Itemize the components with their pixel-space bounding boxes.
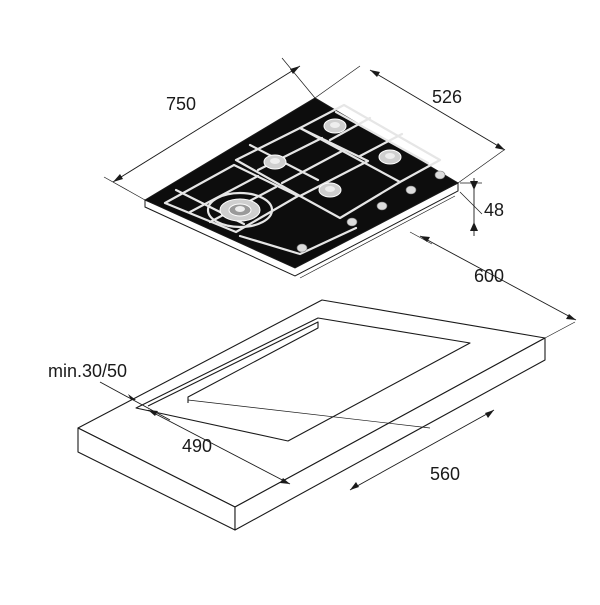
height-label: 48 xyxy=(484,200,504,220)
burner-icon xyxy=(378,149,402,165)
grate-right-bar-2 xyxy=(358,132,404,158)
cutout-width-label: 560 xyxy=(430,464,460,484)
control-knob-icon xyxy=(346,217,358,227)
hob-grates xyxy=(163,103,442,256)
depth-label: 526 xyxy=(432,87,462,107)
cutout-depth-dimension-line xyxy=(147,409,291,485)
cutout-inner-wall xyxy=(147,321,319,407)
burner-icon xyxy=(263,154,287,170)
wok-burner-icon xyxy=(206,191,274,229)
burner-icon xyxy=(318,182,342,198)
countertop-right-face xyxy=(234,337,546,531)
cutout-inner-edge xyxy=(187,399,431,429)
grate-mid-edge xyxy=(298,180,402,220)
hob-base-edge xyxy=(299,195,456,279)
control-knob-icon xyxy=(296,243,308,253)
grate-left-bar-1 xyxy=(188,174,260,214)
control-knobs xyxy=(296,170,446,253)
grate-center-outer xyxy=(234,126,370,198)
control-knob-icon xyxy=(434,170,446,180)
cutout-opening xyxy=(135,317,471,442)
grate-right-bar-3 xyxy=(334,110,430,165)
clearance-dimension-line xyxy=(99,381,171,421)
width-label: 750 xyxy=(166,94,196,114)
grate-right-bar-1 xyxy=(328,116,372,142)
clearance-label: min.30/50 xyxy=(48,361,127,381)
burners xyxy=(206,118,402,229)
cutout-depth-label: 490 xyxy=(182,436,212,456)
control-knob-icon xyxy=(376,201,388,211)
dimension-lines xyxy=(99,57,577,491)
control-knob-icon xyxy=(405,185,417,195)
total-depth-label: 600 xyxy=(474,266,504,286)
gas-hob xyxy=(143,97,460,279)
width-dimension-line xyxy=(112,65,301,183)
grate-right-outer xyxy=(298,103,442,184)
hob-glass-top xyxy=(143,97,460,269)
depth-dimension-line xyxy=(369,69,506,151)
cutout-width-dimension-line xyxy=(349,409,495,491)
grate-center-bar-2 xyxy=(280,148,346,185)
grate-lower-edge xyxy=(238,226,358,256)
dimension-labels: 750 526 48 600 min.30/50 490 560 xyxy=(48,87,504,484)
countertop xyxy=(77,299,546,531)
total-depth-dimension-line xyxy=(419,235,577,321)
burner-icon xyxy=(323,118,347,134)
